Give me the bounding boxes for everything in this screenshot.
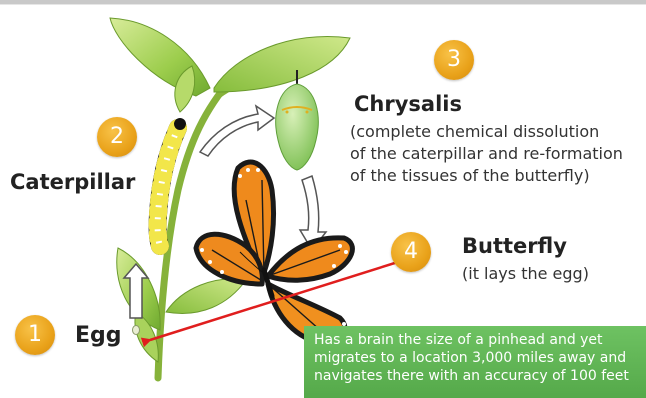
stage-1-badge: 1 xyxy=(15,315,55,355)
stage-2-badge: 2 xyxy=(97,117,137,157)
fact-box-line-2: migrates to a location 3,000 miles away … xyxy=(314,349,636,367)
chrysalis-description-line-1: (complete chemical dissolution xyxy=(350,122,599,142)
chrysalis-description-line-2: of the caterpillar and re-formation xyxy=(350,144,623,164)
stage-chrysalis-label: Chrysalis xyxy=(354,92,462,116)
fact-box-line-3: navigates there with an accuracy of 100 … xyxy=(314,367,636,385)
butterfly-description: (it lays the egg) xyxy=(462,264,589,284)
leaf-top-right xyxy=(214,36,350,92)
chrysalis xyxy=(276,70,318,170)
stage-4-badge: 4 xyxy=(391,232,431,272)
fact-box-line-1: Has a brain the size of a pinhead and ye… xyxy=(314,331,636,349)
fact-box: Has a brain the size of a pinhead and ye… xyxy=(304,326,646,398)
egg xyxy=(133,326,140,335)
stage-egg-label: Egg xyxy=(75,323,122,348)
stage-butterfly-label: Butterfly xyxy=(462,234,567,258)
butterfly xyxy=(196,162,352,343)
cycle-arrow-right xyxy=(200,106,274,156)
leaf-lower-right xyxy=(166,279,246,314)
chrysalis-description-line-3: of the tissues of the butterfly) xyxy=(350,166,590,186)
stage-caterpillar-label: Caterpillar xyxy=(10,170,135,194)
stage-3-badge: 3 xyxy=(434,40,474,80)
